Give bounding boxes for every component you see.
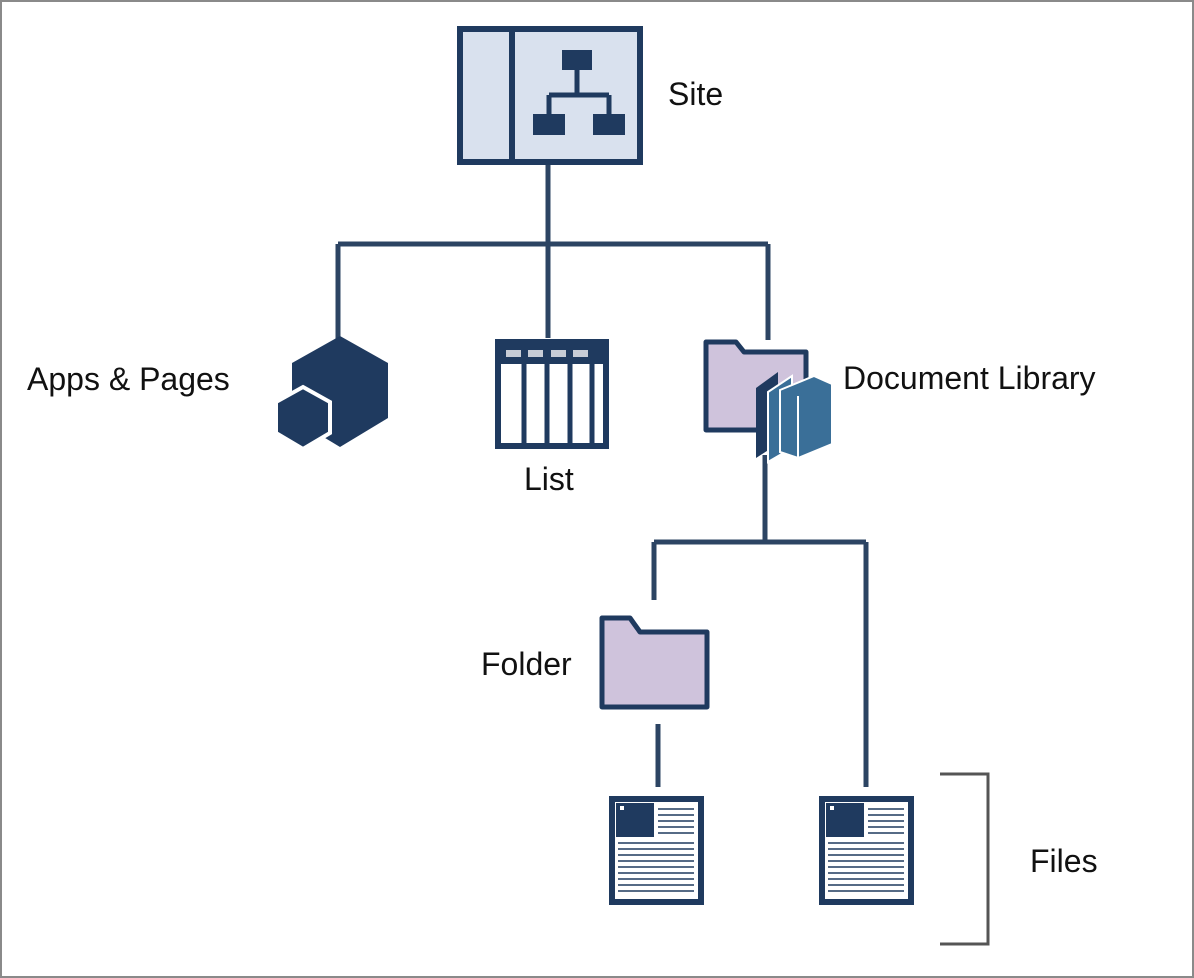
folder-books-icon (703, 339, 833, 464)
list-grid-icon (495, 339, 609, 449)
site-label: Site (668, 76, 724, 112)
file-document-icon (819, 796, 914, 905)
list-label: List (524, 461, 574, 497)
file-document-icon (609, 796, 704, 905)
files-label: Files (1030, 843, 1098, 879)
hexagon-blocks-icon (274, 336, 388, 452)
folder-icon (599, 615, 710, 710)
files-bracket (940, 772, 990, 946)
site-hierarchy-icon (457, 26, 643, 165)
connector-lines (335, 164, 869, 787)
folder-label: Folder (481, 646, 572, 682)
apps-pages-label: Apps & Pages (27, 361, 230, 397)
document-library-label: Document Library (843, 360, 1096, 396)
